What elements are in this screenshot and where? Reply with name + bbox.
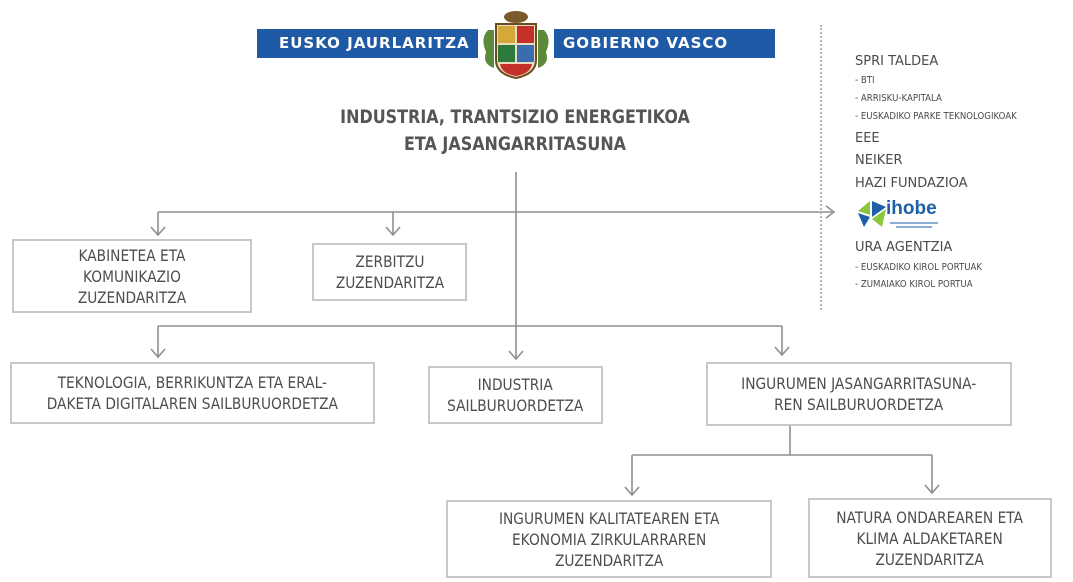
box-industria-label: INDUSTRIA SAILBURUORDETZA <box>447 375 584 415</box>
box-natura: NATURA ONDAREAREN ETA KLIMA ALDAKETAREN … <box>808 498 1052 578</box>
shield-icon <box>478 8 554 80</box>
department-title-line1: INDUSTRIA, TRANTSIZIO ENERGETIKOA <box>340 106 690 128</box>
arrow-down-icon <box>508 350 524 361</box>
department-title-line2: ETA JASANGARRITASUNA <box>403 133 627 155</box>
entity-eee: EEE <box>855 131 880 146</box>
arrow-down-icon <box>150 348 166 359</box>
ihobe-logo-text: ihobe <box>886 198 937 219</box>
arrow-down-icon <box>774 346 790 357</box>
box-teknologia: TEKNOLOGIA, BERRIKUNTZA ETA ERAL- DAKETA… <box>10 362 375 424</box>
entity-kirol-portuak: - EUSKADIKO KIROL PORTUAK <box>855 262 983 273</box>
entity-hazi: HAZI FUNDAZIOA <box>855 176 968 191</box>
box-teknologia-label: TEKNOLOGIA, BERRIKUNTZA ETA ERAL- DAKETA… <box>46 373 339 413</box>
entity-parke: - EUSKADIKO PARKE TEKNOLOGIKOAK <box>855 111 1017 122</box>
box-kalitatea-label: INGURUMEN KALITATEAREN ETA EKONOMIA ZIRK… <box>498 508 720 570</box>
entity-bti: - BTI <box>855 75 875 86</box>
arrow-right-icon <box>825 205 836 219</box>
box-kalitatea: INGURUMEN KALITATEAREN ETA EKONOMIA ZIRK… <box>446 500 772 578</box>
entity-spri: SPRI TALDEA <box>855 54 939 69</box>
arrow-down-icon <box>150 226 166 237</box>
box-kabinetea: KABINETEA ETA KOMUNIKAZIO ZUZENDARITZA <box>12 239 252 313</box>
banner-right-text: GOBIERNO VASCO <box>563 34 729 52</box>
arrow-down-icon <box>924 484 940 495</box>
box-ingurumen: INGURUMEN JASANGARRITASUNA- REN SAILBURU… <box>706 362 1012 426</box>
arrow-down-icon <box>385 226 401 237</box>
box-industria: INDUSTRIA SAILBURUORDETZA <box>428 366 603 424</box>
box-natura-label: NATURA ONDAREAREN ETA KLIMA ALDAKETAREN … <box>836 507 1024 569</box>
box-zerbitzu-label: ZERBITZU ZUZENDARITZA <box>335 252 444 292</box>
entity-neiker: NEIKER <box>855 153 903 168</box>
entity-ura: URA AGENTZIA <box>855 240 953 255</box>
ihobe-logo: ihobe <box>856 197 946 231</box>
box-zerbitzu: ZERBITZU ZUZENDARITZA <box>312 243 467 301</box>
box-ingurumen-label: INGURUMEN JASANGARRITASUNA- REN SAILBURU… <box>741 374 977 414</box>
banner-left-text: EUSKO JAURLARITZA <box>279 34 470 52</box>
entity-zumaia: - ZUMAIAKO KIROL PORTUA <box>855 279 973 290</box>
dotted-divider <box>820 25 822 310</box>
box-kabinetea-label: KABINETEA ETA KOMUNIKAZIO ZUZENDARITZA <box>77 245 187 307</box>
entity-arrisku: - ARRISKU-KAPITALA <box>855 93 942 104</box>
arrow-down-icon <box>624 486 640 497</box>
